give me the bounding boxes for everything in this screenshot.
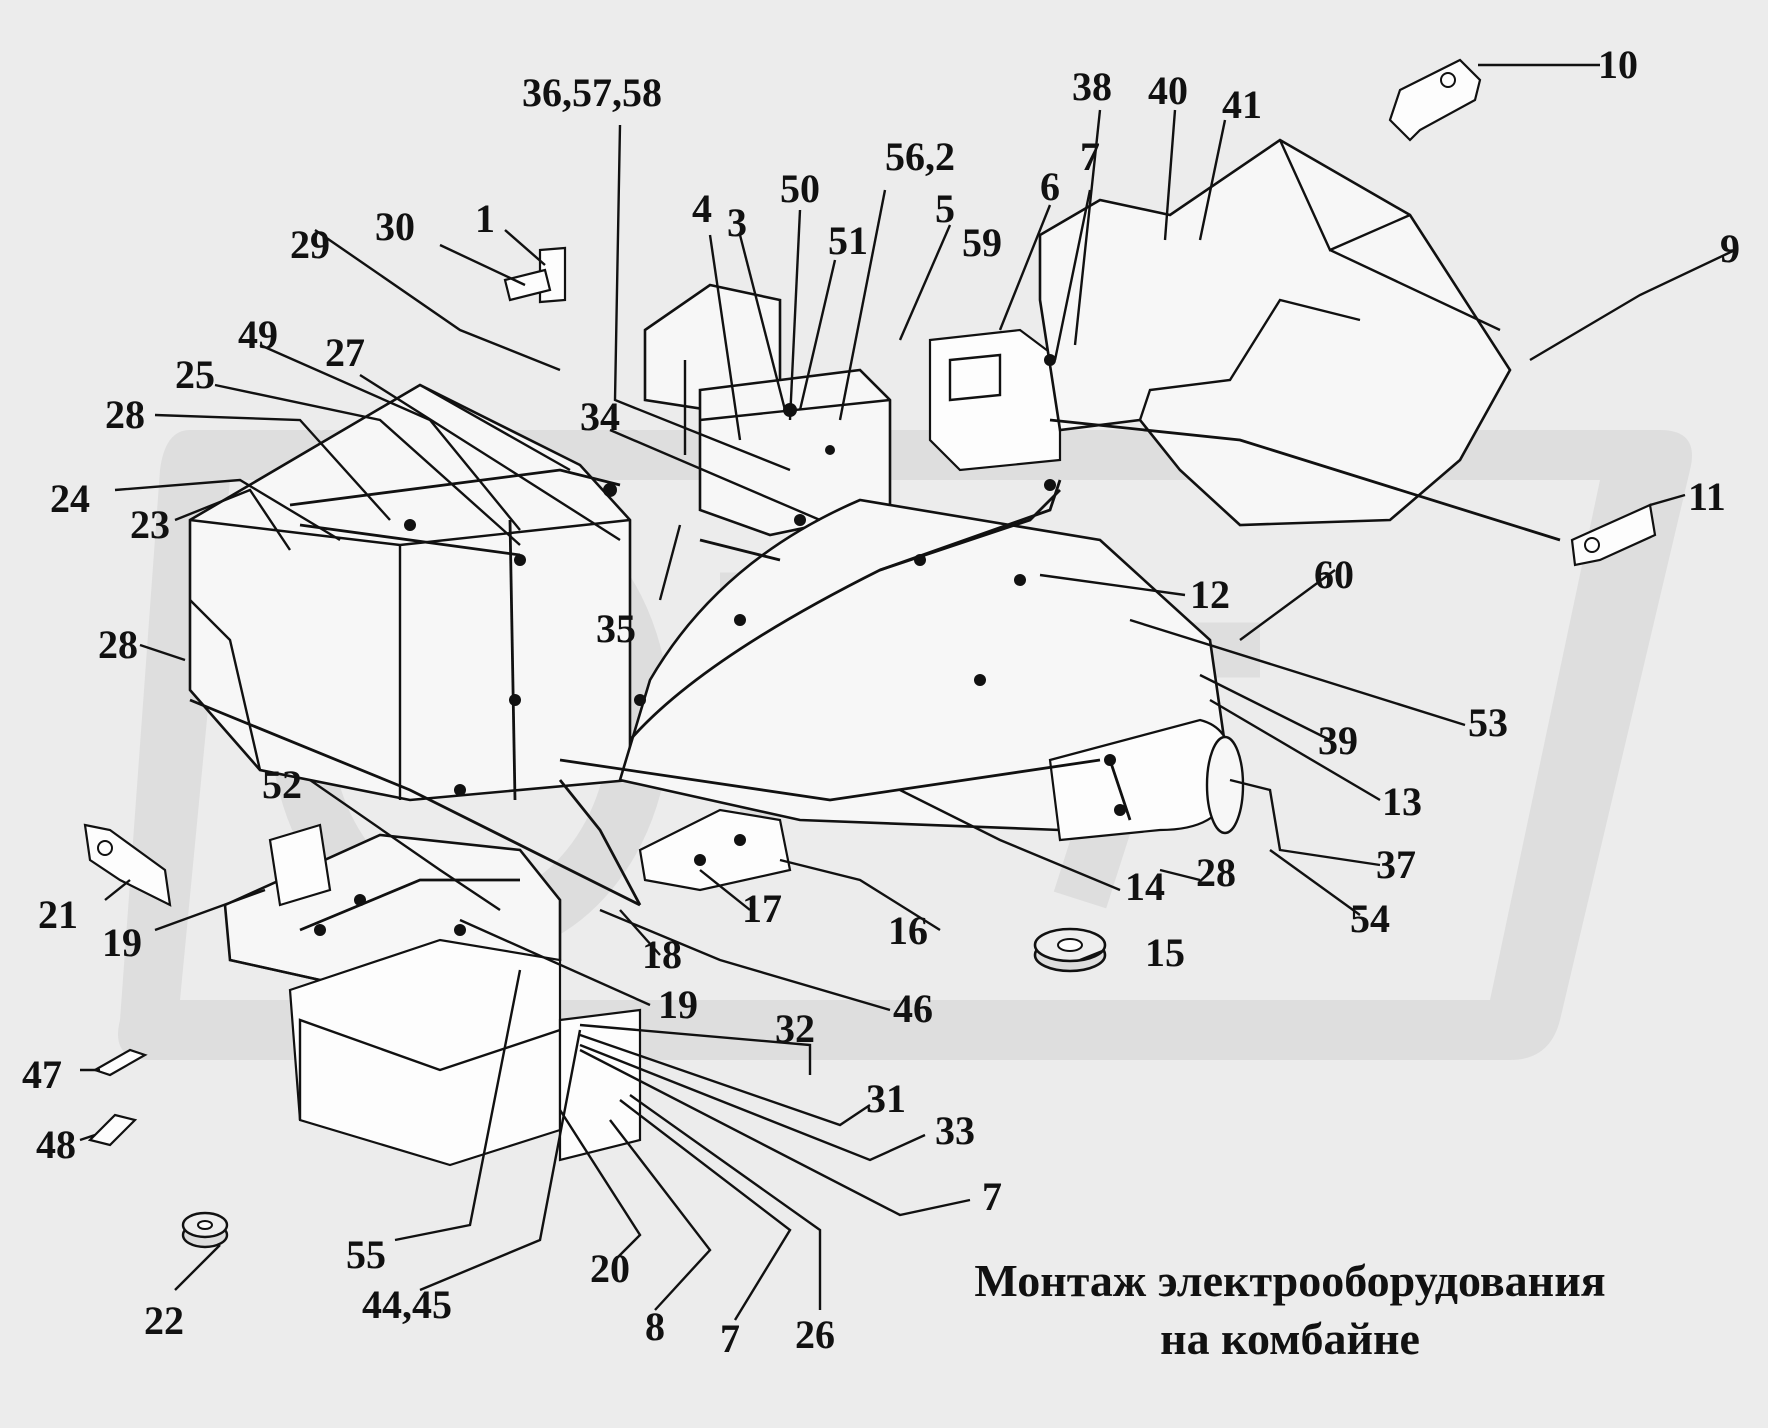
callout-10: 10 <box>1598 42 1638 87</box>
callout-1: 1 <box>475 196 495 241</box>
callout-51: 51 <box>828 218 868 263</box>
callout-47: 47 <box>22 1052 62 1097</box>
callout-59: 59 <box>962 220 1002 265</box>
callout-23: 23 <box>130 502 170 547</box>
callout-7-top: 7 <box>1080 134 1100 179</box>
callout-56-2: 56,2 <box>885 134 955 179</box>
diagram-caption: Монтаж электрооборудования на комбайне <box>900 1252 1680 1368</box>
callout-22: 22 <box>144 1298 184 1343</box>
callout-8: 8 <box>645 1304 665 1349</box>
callout-27: 27 <box>325 330 365 375</box>
cab-assembly <box>643 283 1062 537</box>
callout-9: 9 <box>1720 226 1740 271</box>
callout-32: 32 <box>775 1006 815 1051</box>
caption-line-2: на комбайне <box>1160 1313 1420 1364</box>
harness-connectors <box>314 354 1126 936</box>
callout-55: 55 <box>346 1232 386 1277</box>
part-22-grommet <box>181 1211 229 1249</box>
callout-5: 5 <box>935 186 955 231</box>
callout-44-45: 44,45 <box>362 1282 452 1327</box>
right-engine-assembly <box>1038 138 1512 527</box>
part-11-bracket <box>1570 503 1657 567</box>
callout-41: 41 <box>1222 82 1262 127</box>
part-1-bracket <box>503 246 567 304</box>
callout-50: 50 <box>780 166 820 211</box>
callout-11: 11 <box>1688 474 1726 519</box>
callout-60: 60 <box>1314 552 1354 597</box>
callout-7-bottom: 7 <box>720 1316 740 1361</box>
callout-15: 15 <box>1145 930 1185 975</box>
part-10-bracket <box>1388 58 1482 142</box>
callout-36-57-58: 36,57,58 <box>522 70 662 115</box>
callout-49: 49 <box>238 312 278 357</box>
callout-14: 14 <box>1125 864 1165 909</box>
part-48-plate <box>87 1113 138 1147</box>
callout-12: 12 <box>1190 572 1230 617</box>
callout-34: 34 <box>580 394 620 439</box>
callout-28-right: 28 <box>1196 850 1236 895</box>
callout-52: 52 <box>262 762 302 807</box>
callout-4: 4 <box>692 186 712 231</box>
callout-35: 35 <box>596 606 636 651</box>
callout-6: 6 <box>1040 164 1060 209</box>
feeder-cone <box>618 498 1245 892</box>
callout-40: 40 <box>1148 68 1188 113</box>
callout-24: 24 <box>50 476 90 521</box>
wiring-harness <box>189 418 1561 932</box>
callout-30: 30 <box>375 204 415 249</box>
callout-18: 18 <box>642 932 682 977</box>
callout-31: 31 <box>866 1076 906 1121</box>
leader-lines <box>79 63 1736 1321</box>
callout-3: 3 <box>727 200 747 245</box>
callout-28-left: 28 <box>98 622 138 667</box>
callout-19-right: 19 <box>658 982 698 1027</box>
callout-7-right: 7 <box>982 1174 1002 1219</box>
callout-53: 53 <box>1468 700 1508 745</box>
callout-37: 37 <box>1376 842 1416 887</box>
callout-46: 46 <box>893 986 933 1031</box>
callout-20: 20 <box>590 1246 630 1291</box>
part-21-bracket <box>83 823 172 907</box>
part-15-grommet <box>1033 927 1107 973</box>
callout-54: 54 <box>1350 896 1390 941</box>
callout-33: 33 <box>935 1108 975 1153</box>
callout-17: 17 <box>742 886 782 931</box>
callout-21: 21 <box>38 892 78 937</box>
part-47-plate <box>92 1048 148 1077</box>
callout-29: 29 <box>290 222 330 267</box>
callout-28-upper: 28 <box>105 392 145 437</box>
left-body-assembly <box>188 383 632 802</box>
callout-25: 25 <box>175 352 215 397</box>
callout-19-left: 19 <box>102 920 142 965</box>
callout-48: 48 <box>36 1122 76 1167</box>
callout-39: 39 <box>1318 718 1358 763</box>
callout-26: 26 <box>795 1312 835 1357</box>
callout-labels: 10 11 9 38 40 41 7 6 5 59 56,2 50 51 4 3… <box>22 42 1740 1361</box>
callout-16: 16 <box>888 908 928 953</box>
caption-line-1: Монтаж электрооборудования <box>974 1255 1606 1306</box>
callout-13: 13 <box>1382 779 1422 824</box>
callout-38: 38 <box>1072 64 1112 109</box>
